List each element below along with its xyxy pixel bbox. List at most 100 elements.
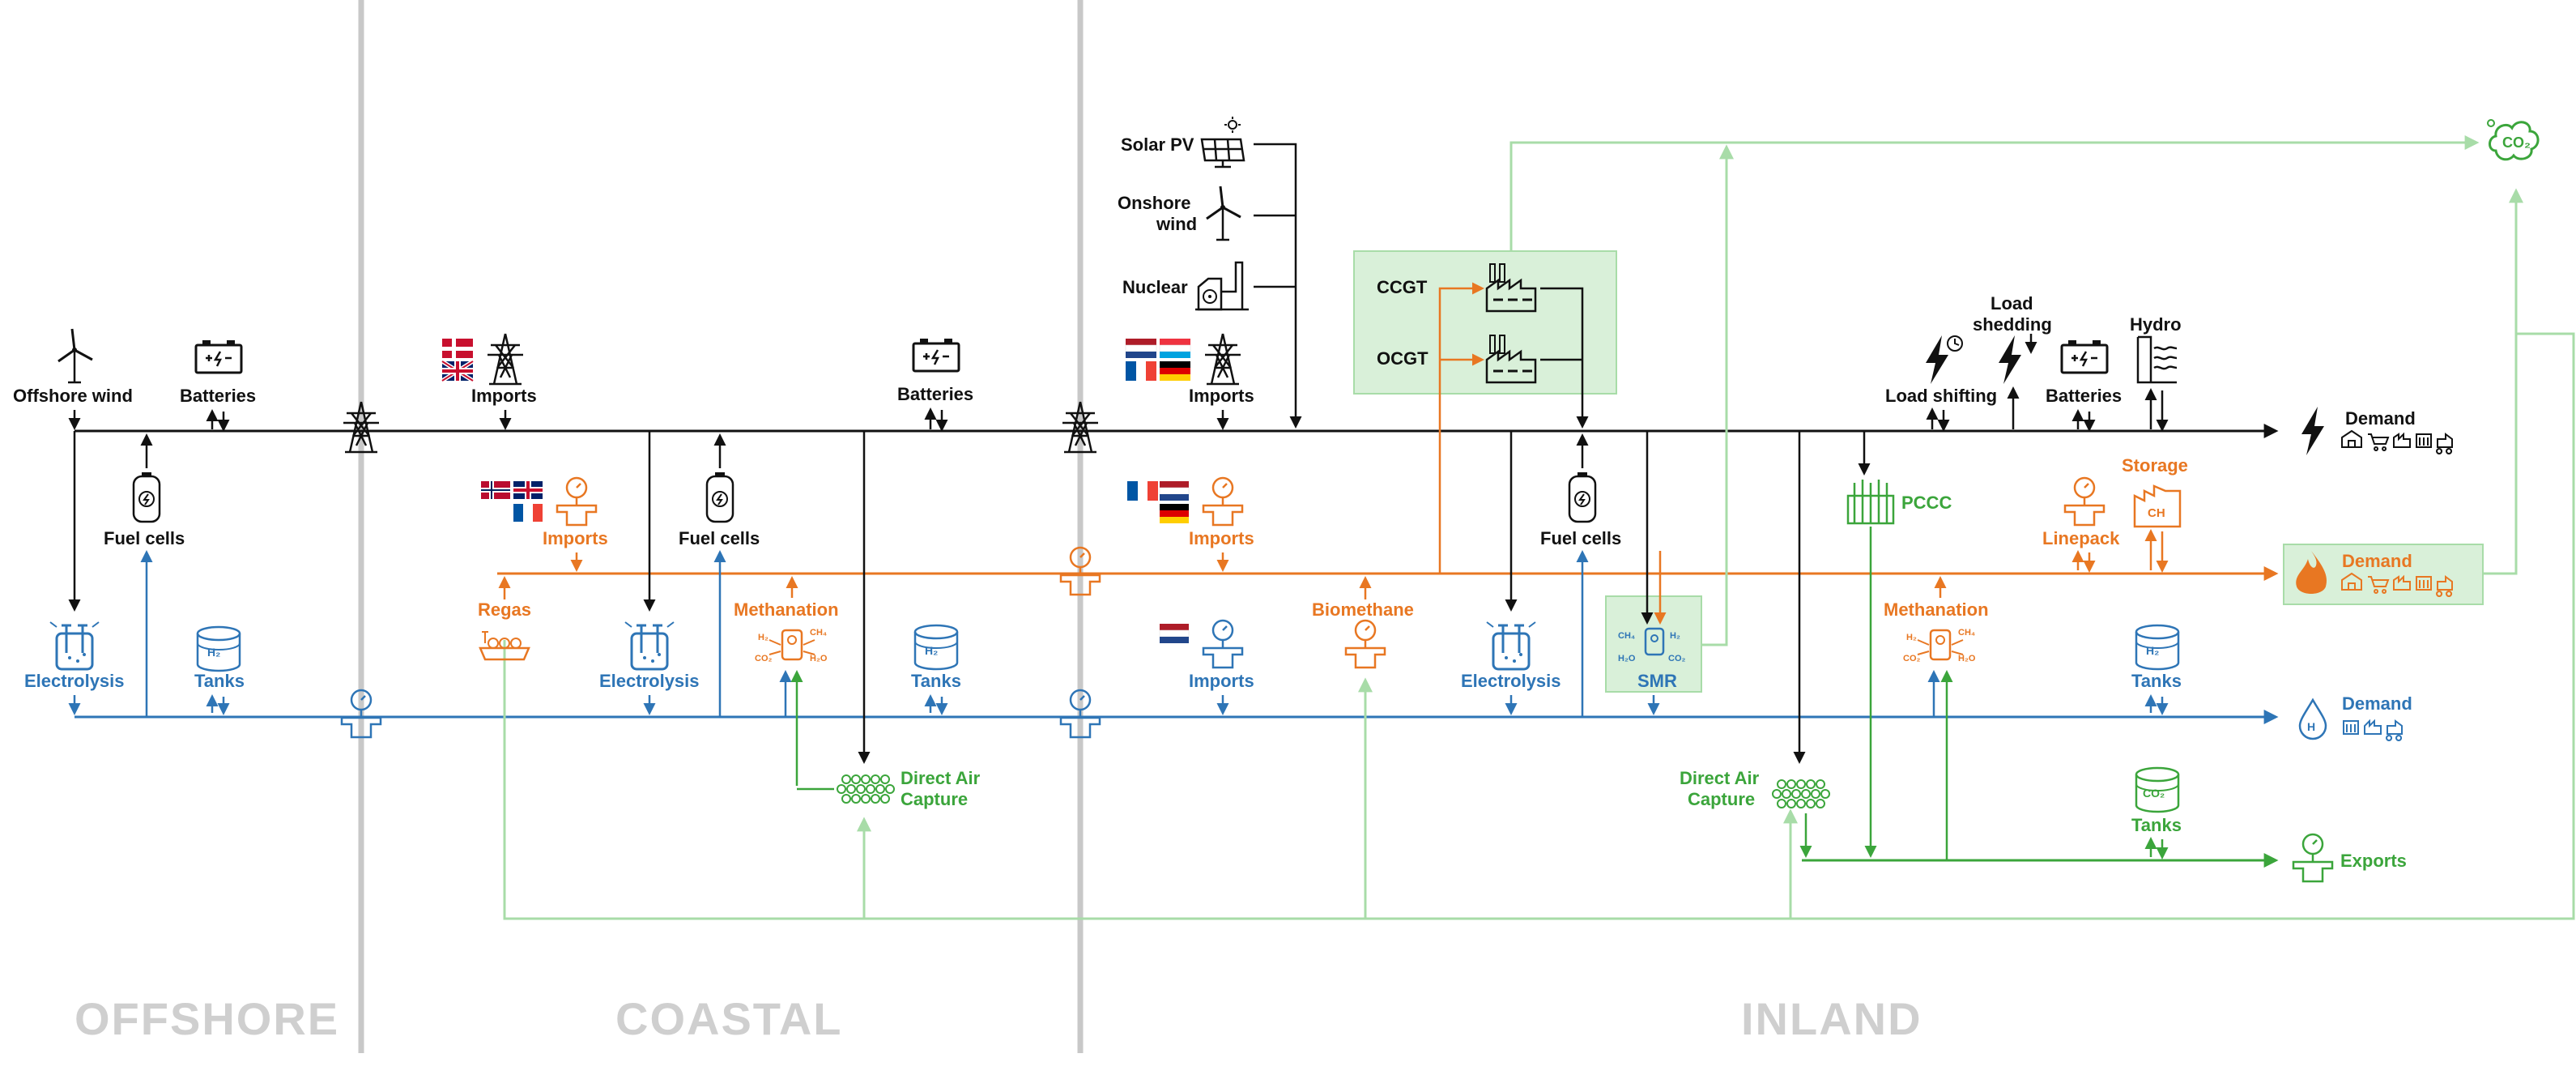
battery-icon [912,337,960,373]
load-shedding-icon [1999,335,2021,384]
nuclear-plant-icon [1194,261,1250,311]
h2-mark: H₂ [207,646,220,659]
label-coastal-imports-gas: Imports [543,528,608,548]
label-load-shifting: Load shifting [1885,386,1997,406]
svg-text:CO₂: CO₂ [755,654,773,663]
label-solar-pv: Solar PV [1121,134,1194,155]
fuel-cell-icon [1568,471,1597,523]
label-ocgt: OCGT [1377,348,1429,369]
electricity-demand-icon [2301,407,2324,455]
label-coastal-fuel-cells: Fuel cells [679,528,760,548]
label-inland-methanation: Methanation [1884,599,1989,620]
flag-germany-icon [1160,504,1189,523]
label-coastal-dac-1: Direct Air [901,768,981,788]
import-pylon-icon [486,332,525,386]
linepack-valve-icon [2063,476,2106,527]
svg-text:H₂: H₂ [758,633,769,642]
svg-text:CO₂: CO₂ [2502,134,2531,151]
flag-luxembourg-icon [1159,339,1191,358]
label-coastal-methanation: Methanation [734,599,839,620]
label-onshore-wind-1: Onshore [1118,193,1190,213]
flag-france-icon [513,504,543,522]
direct-air-capture-icon [837,774,895,804]
label-coastal-electrolysis: Electrolysis [599,671,700,691]
label-hydro: Hydro [2130,314,2182,335]
label-inland-tanks-co2: Tanks [2131,815,2182,835]
h2-mark: H₂ [2146,644,2159,657]
direct-air-capture-icon [1772,779,1830,808]
label-offshore-wind: Offshore wind [13,386,133,406]
label-coastal-imports-elec: Imports [471,386,537,406]
svg-text:H₂: H₂ [1906,633,1917,642]
gas-import-valve-icon [1202,476,1244,527]
co2-export-valve-icon [2292,833,2334,883]
hydrogen-demand-droplet-icon [2298,698,2327,740]
flag-uk-icon [513,481,543,499]
methanation-reactor-icon: H₂ CO₂ CH₄ H₂O [1903,628,1976,663]
flag-france-icon [1127,481,1158,501]
battery-icon [194,339,243,374]
smr-reactor-icon: CH₄ H₂O H₂ CO₂ [1618,627,1686,663]
label-offshore-electrolysis: Electrolysis [24,671,125,691]
turbines-to-elec-line [1540,287,1589,429]
biomethane-valve-icon [1344,619,1386,669]
battery-icon [2060,339,2109,374]
svg-text:H₂O: H₂O [810,654,828,663]
label-offshore-batteries: Batteries [180,386,256,406]
svg-text:CO₂: CO₂ [1668,654,1686,663]
pccc-icon [1846,478,1895,525]
svg-text:CH₄: CH₄ [810,628,827,638]
label-coastal-tanks: Tanks [911,671,961,691]
label-load-shedding-2: shedding [1973,314,2052,335]
flag-netherlands-icon [1125,339,1157,358]
label-smr: SMR [1637,671,1677,691]
clock-icon [1947,335,1963,352]
label-inland-electrolysis: Electrolysis [1461,671,1561,691]
flag-netherlands-icon [1159,481,1190,501]
label-biomethane: Biomethane [1312,599,1414,620]
label-demand-h2: Demand [2342,693,2412,714]
fuel-cell-icon [132,471,161,523]
wind-turbine-icon [1205,185,1242,241]
h2-mark: H₂ [925,644,938,657]
label-inland-batteries: Batteries [2046,386,2122,406]
electrolyser-icon [624,621,675,671]
label-offshore-fuel-cells: Fuel cells [104,528,185,548]
label-demand-gas: Demand [2342,551,2412,571]
label-inland-dac-1: Direct Air [1680,768,1760,788]
co2-mark: CO₂ [2143,787,2165,800]
flag-germany-icon [1160,361,1190,381]
label-onshore-wind-2: wind [1156,214,1197,234]
label-demand-elec: Demand [2345,408,2416,429]
gas-to-turbines-lines [1438,282,1484,574]
electrolyser-icon [49,621,100,671]
label-offshore-tanks: Tanks [194,671,245,691]
wind-turbine-icon [57,327,94,384]
flag-uk-icon [441,359,475,383]
svg-text:CO₂: CO₂ [1903,654,1921,663]
zone-label-offshore: OFFSHORE [75,993,339,1044]
label-inland-dac-2: Capture [1688,789,1755,809]
label-coastal-dac-2: Capture [901,789,968,809]
gas-storage-icon [2133,484,2182,528]
flag-denmark-icon [442,339,473,358]
label-exports: Exports [2340,851,2407,871]
generation-collector-lines [1254,143,1302,429]
fuel-cell-icon [705,471,734,523]
hydrogen-import-valve-icon [1202,619,1244,669]
label-ccgt: CCGT [1377,277,1428,297]
atmosphere-co2-cloud-icon: CO₂ [2487,119,2540,161]
label-inland-imports-elec: Imports [1189,386,1254,406]
label-load-shedding-1: Load [1991,293,2033,314]
svg-text:CH₄: CH₄ [1618,631,1635,641]
svg-text:CH₄: CH₄ [1958,628,1975,638]
demand-sectors-icon [2341,430,2453,454]
label-nuclear: Nuclear [1122,277,1188,297]
label-inland-imports-h2: Imports [1189,671,1254,691]
zone-label-coastal: COASTAL [615,993,843,1044]
label-storage: Storage [2122,455,2188,476]
svg-text:H₂O: H₂O [1618,654,1636,663]
label-inland-imports-gas: Imports [1189,528,1254,548]
electrolyser-icon [1485,621,1537,671]
